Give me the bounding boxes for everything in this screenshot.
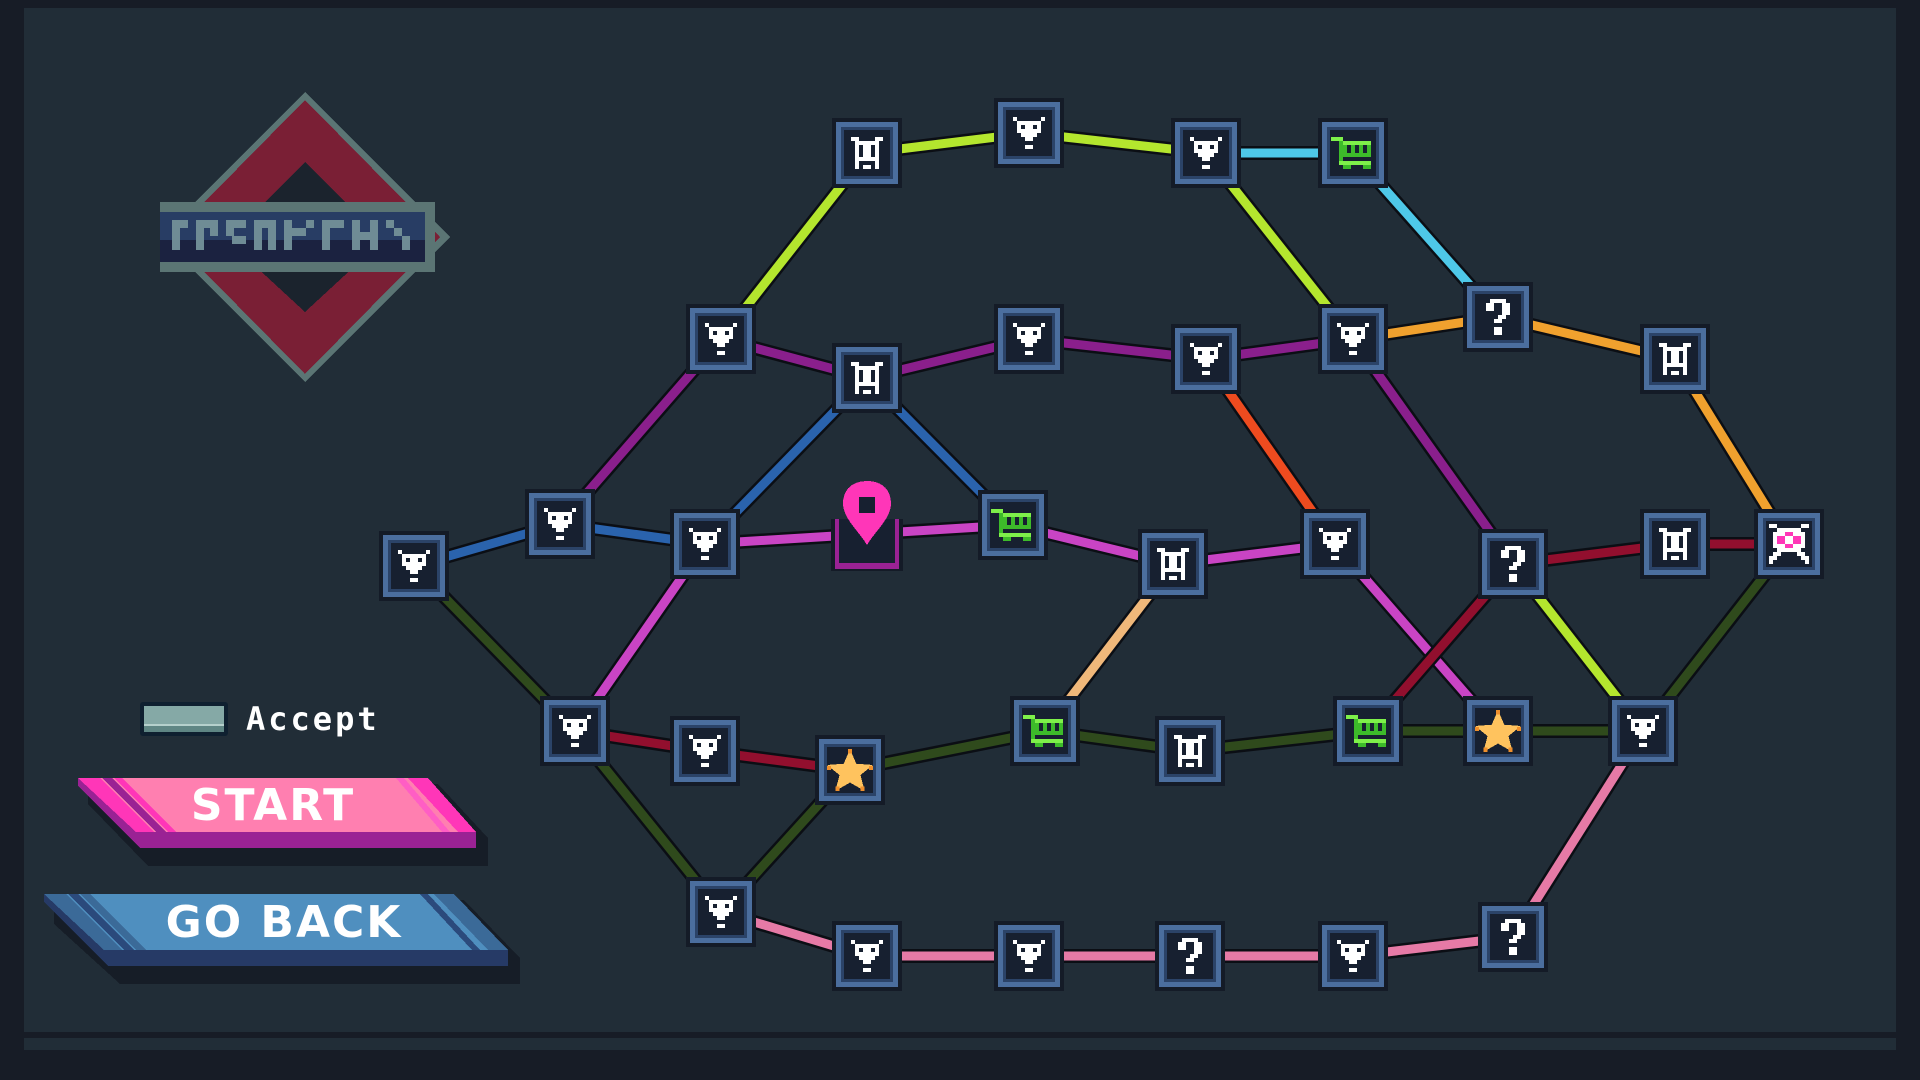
enemy-icon bbox=[674, 513, 736, 575]
enemy-icon bbox=[998, 925, 1060, 987]
map-node-treasure[interactable] bbox=[1463, 696, 1533, 766]
map-node-shop[interactable] bbox=[1333, 696, 1403, 766]
elite-skull-icon bbox=[1644, 513, 1706, 575]
map-node-elite[interactable] bbox=[1138, 529, 1208, 599]
map-node-elite[interactable] bbox=[832, 118, 902, 188]
go-back-button[interactable]: GO BACK bbox=[44, 894, 524, 984]
accept-hint: Accept bbox=[140, 700, 380, 738]
enemy-icon bbox=[690, 881, 752, 943]
accept-key-icon bbox=[140, 702, 228, 736]
map-node-enemy[interactable] bbox=[540, 696, 610, 766]
enemy-icon bbox=[1322, 308, 1384, 370]
map-node-shop[interactable] bbox=[978, 490, 1048, 560]
enemy-icon bbox=[1304, 513, 1366, 575]
map-node-elite[interactable] bbox=[1640, 324, 1710, 394]
map-node-enemy[interactable] bbox=[994, 921, 1064, 991]
path-edge bbox=[1347, 334, 1519, 569]
enemy-icon bbox=[674, 720, 736, 782]
go-back-label: GO BACK bbox=[165, 897, 403, 948]
map-node-elite[interactable] bbox=[1640, 509, 1710, 579]
map-node-enemy[interactable] bbox=[1608, 696, 1678, 766]
map-node-enemy[interactable] bbox=[379, 531, 449, 601]
elite-skull-icon bbox=[1142, 533, 1204, 595]
map-node-enemy[interactable] bbox=[994, 304, 1064, 374]
star-icon bbox=[1467, 700, 1529, 762]
enemy-icon bbox=[544, 700, 606, 762]
enemy-icon bbox=[1175, 122, 1237, 184]
question-mark-icon bbox=[1467, 286, 1529, 348]
map-node-unknown[interactable] bbox=[1478, 529, 1548, 599]
star-icon bbox=[819, 739, 881, 801]
boss-skull-icon bbox=[1758, 513, 1820, 575]
map-node-boss[interactable] bbox=[1754, 509, 1824, 579]
map-node-elite[interactable] bbox=[832, 343, 902, 413]
location-pin-icon bbox=[831, 481, 903, 571]
enemy-icon bbox=[1175, 328, 1237, 390]
game-logo bbox=[150, 92, 450, 382]
map-node-treasure[interactable] bbox=[815, 735, 885, 805]
enemy-icon bbox=[383, 535, 445, 597]
map-node-enemy[interactable] bbox=[670, 716, 740, 786]
elite-skull-icon bbox=[836, 347, 898, 409]
start-button[interactable]: START bbox=[78, 778, 488, 868]
map-node-enemy[interactable] bbox=[686, 304, 756, 374]
enemy-icon bbox=[836, 925, 898, 987]
map-node-enemy[interactable] bbox=[525, 489, 595, 559]
map-node-enemy[interactable] bbox=[1171, 324, 1241, 394]
elite-skull-icon bbox=[1159, 720, 1221, 782]
bottom-divider bbox=[24, 1038, 1896, 1050]
map-node-enemy[interactable] bbox=[1300, 509, 1370, 579]
map-node-shop[interactable] bbox=[1010, 696, 1080, 766]
enemy-icon bbox=[998, 102, 1060, 164]
elite-skull-icon bbox=[836, 122, 898, 184]
enemy-icon bbox=[1612, 700, 1674, 762]
current-location-node[interactable] bbox=[829, 479, 905, 573]
enemy-icon bbox=[690, 308, 752, 370]
enemy-icon bbox=[998, 308, 1060, 370]
map-node-unknown[interactable] bbox=[1155, 921, 1225, 991]
map-node-elite[interactable] bbox=[1155, 716, 1225, 786]
map-node-enemy[interactable] bbox=[686, 877, 756, 947]
map-node-shop[interactable] bbox=[1318, 118, 1388, 188]
map-node-unknown[interactable] bbox=[1463, 282, 1533, 352]
map-node-enemy[interactable] bbox=[670, 509, 740, 579]
elite-skull-icon bbox=[1644, 328, 1706, 390]
shop-cart-icon bbox=[982, 494, 1044, 556]
question-mark-icon bbox=[1159, 925, 1221, 987]
map-node-enemy[interactable] bbox=[1318, 921, 1388, 991]
enemy-icon bbox=[529, 493, 591, 555]
question-mark-icon bbox=[1482, 906, 1544, 968]
map-node-enemy[interactable] bbox=[1171, 118, 1241, 188]
shop-cart-icon bbox=[1322, 122, 1384, 184]
map-node-enemy[interactable] bbox=[1318, 304, 1388, 374]
question-mark-icon bbox=[1482, 533, 1544, 595]
shop-cart-icon bbox=[1337, 700, 1399, 762]
map-node-enemy[interactable] bbox=[994, 98, 1064, 168]
enemy-icon bbox=[1322, 925, 1384, 987]
shop-cart-icon bbox=[1014, 700, 1076, 762]
map-node-unknown[interactable] bbox=[1478, 902, 1548, 972]
start-label: START bbox=[190, 780, 356, 831]
accept-label: Accept bbox=[246, 700, 380, 738]
map-node-enemy[interactable] bbox=[832, 921, 902, 991]
